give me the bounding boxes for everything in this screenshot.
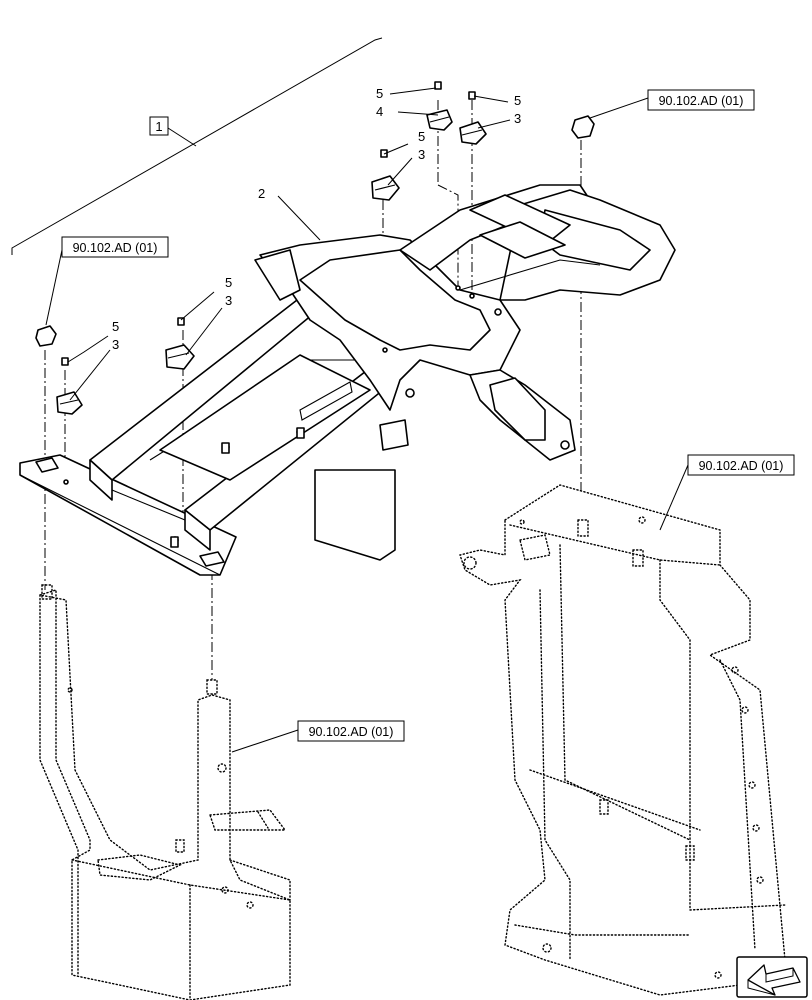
callout-2: 2 — [258, 186, 265, 201]
svg-text:90.102.AD (01): 90.102.AD (01) — [309, 725, 394, 739]
callout-numbers: 5 3 5 3 5 3 5 4 5 3 2 — [112, 86, 521, 352]
svg-text:90.102.AD (01): 90.102.AD (01) — [73, 241, 158, 255]
callout-5-center: 5 — [418, 129, 425, 144]
callout-5-right: 5 — [514, 93, 521, 108]
callout-5-middle: 5 — [225, 275, 232, 290]
callout-leaders — [67, 87, 511, 401]
right-lower-frame — [459, 484, 786, 996]
reference-left: 90.102.AD (01) — [45, 236, 169, 326]
reference-left-frame: 90.102.AD (01) — [231, 720, 405, 753]
svg-text:90.102.AD (01): 90.102.AD (01) — [699, 459, 784, 473]
callout-3-right: 3 — [514, 111, 521, 126]
callout-3-left: 3 — [112, 337, 119, 352]
studs — [170, 427, 305, 548]
callout-3-middle: 3 — [225, 293, 232, 308]
reference-top-right: 90.102.AD (01) — [589, 89, 755, 119]
clips-and-bolts — [35, 81, 595, 415]
callout-5-left: 5 — [112, 319, 119, 334]
assembly-bracket: 1 — [11, 37, 383, 255]
callout-3-center: 3 — [418, 147, 425, 162]
assembly-label: 1 — [155, 119, 162, 134]
reference-right-frame: 90.102.AD (01) — [659, 454, 795, 531]
callout-4: 4 — [376, 104, 383, 119]
direction-arrow-icon[interactable] — [736, 956, 808, 998]
svg-text:90.102.AD (01): 90.102.AD (01) — [659, 94, 744, 108]
callout-5-top: 5 — [376, 86, 383, 101]
left-lower-frame — [39, 584, 291, 1000]
